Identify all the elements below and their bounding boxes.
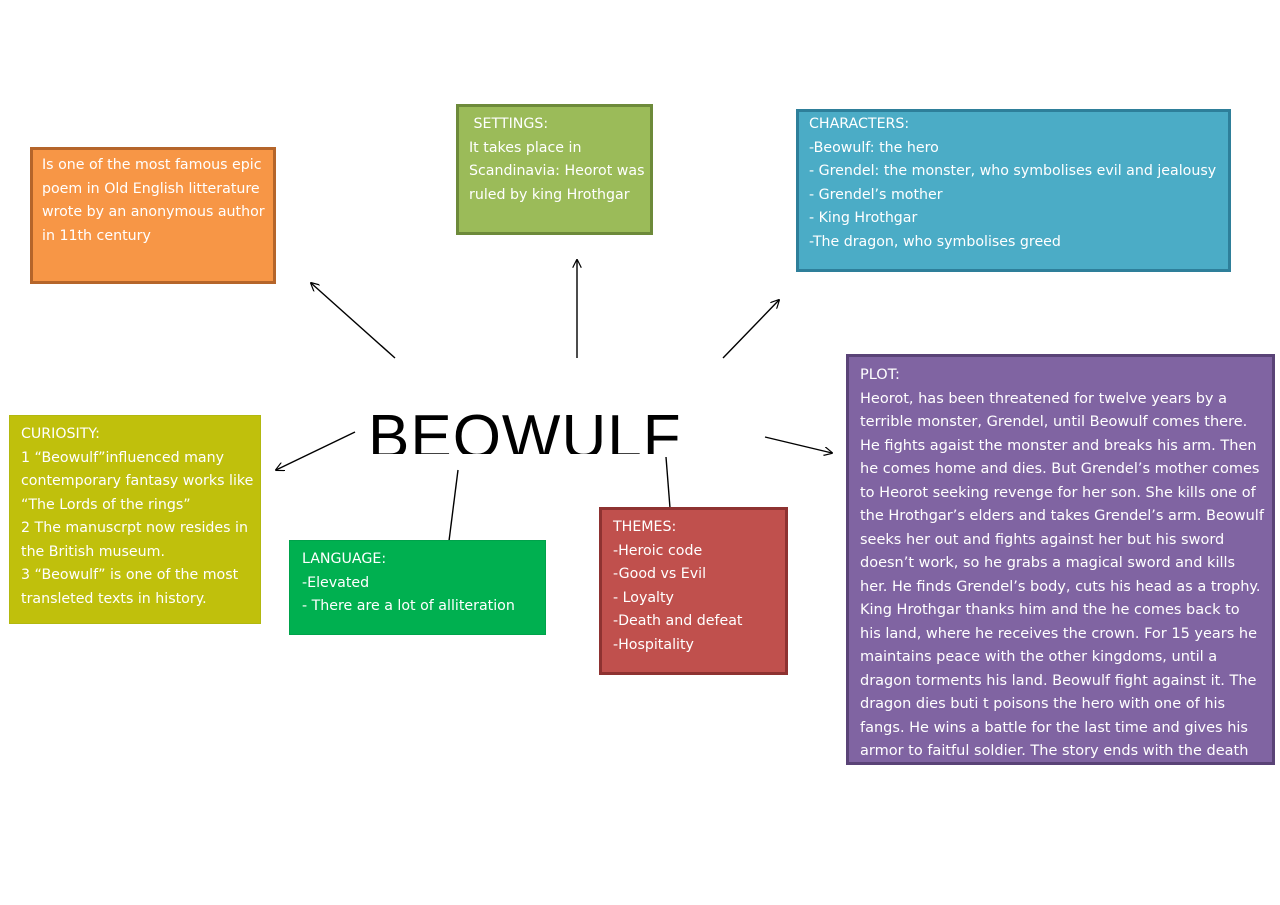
curiosity-line: the British museum. bbox=[21, 543, 165, 560]
arrow-to-characters bbox=[722, 300, 779, 359]
map-title: BEOWULF bbox=[368, 403, 682, 454]
themes-line: -Death and defeat bbox=[613, 613, 743, 629]
language-box: LANGUAGE: -Elevated - There are a lot of… bbox=[289, 540, 546, 635]
curiosity-box: CURIOSITY: 1 “Beowulf”influenced many co… bbox=[9, 415, 261, 624]
arrow-to-plot bbox=[764, 436, 832, 453]
arrow-to-curiosity bbox=[276, 431, 356, 470]
connector-to-language bbox=[448, 469, 459, 542]
characters-box: CHARACTERS: -Beowulf: the hero - Grendel… bbox=[796, 109, 1231, 272]
settings-line: ruled by king Hrothgar bbox=[469, 186, 630, 203]
curiosity-line: contemporary fantasy works like bbox=[21, 473, 254, 489]
themes-line: -Hospitality bbox=[613, 636, 694, 653]
themes-line: - Loyalty bbox=[613, 589, 674, 606]
language-line: - There are a lot of alliteration bbox=[302, 598, 515, 614]
curiosity-line: 2 The manuscrpt now resides in bbox=[21, 520, 248, 536]
intro-line: in 11th century bbox=[42, 227, 151, 244]
intro-line: Is one of the most famous epic bbox=[42, 157, 262, 173]
curiosity-line: transleted texts in history. bbox=[21, 590, 207, 607]
arrow-to-intro bbox=[311, 283, 396, 359]
plot-box: PLOT: Heorot, has been threatened for tw… bbox=[846, 354, 1275, 765]
themes-line: -Good vs Evil bbox=[613, 566, 707, 582]
curiosity-heading: CURIOSITY: bbox=[21, 426, 100, 442]
characters-line: -The dragon, who symbolises greed bbox=[809, 233, 1061, 250]
characters-line: -Beowulf: the hero bbox=[809, 139, 939, 156]
settings-heading: SETTINGS: bbox=[469, 116, 549, 132]
themes-heading: THEMES: bbox=[613, 519, 677, 535]
themes-line: -Heroic code bbox=[613, 542, 703, 559]
characters-line: - Grendel: the monster, who symbolises e… bbox=[809, 163, 1217, 179]
settings-box: SETTINGS: It takes place in Scandinavia:… bbox=[456, 104, 653, 235]
settings-line: Scandinavia: Heorot was bbox=[469, 163, 645, 179]
characters-line: - King Hrothgar bbox=[809, 210, 918, 226]
characters-heading: CHARACTERS: bbox=[809, 116, 910, 132]
language-heading: LANGUAGE: bbox=[302, 551, 387, 567]
plot-heading: PLOT: bbox=[860, 367, 900, 383]
settings-line: It takes place in bbox=[469, 139, 582, 156]
characters-line: - Grendel’s mother bbox=[809, 186, 943, 203]
curiosity-line: 1 “Beowulf”influenced many bbox=[21, 449, 225, 466]
language-line: -Elevated bbox=[302, 574, 370, 591]
plot-text: Heorot, has been threatened for twelve y… bbox=[860, 390, 1264, 760]
curiosity-line: 3 “Beowulf” is one of the most bbox=[21, 567, 239, 583]
intro-line: poem in Old English litterature bbox=[42, 180, 260, 197]
themes-box: THEMES: -Heroic code -Good vs Evil - Loy… bbox=[599, 507, 788, 675]
curiosity-line: “The Lords of the rings” bbox=[21, 496, 191, 513]
intro-line: wrote by an anonymous author bbox=[42, 204, 265, 220]
connector-to-themes bbox=[665, 456, 671, 509]
intro-box: Is one of the most famous epic poem in O… bbox=[30, 147, 276, 284]
